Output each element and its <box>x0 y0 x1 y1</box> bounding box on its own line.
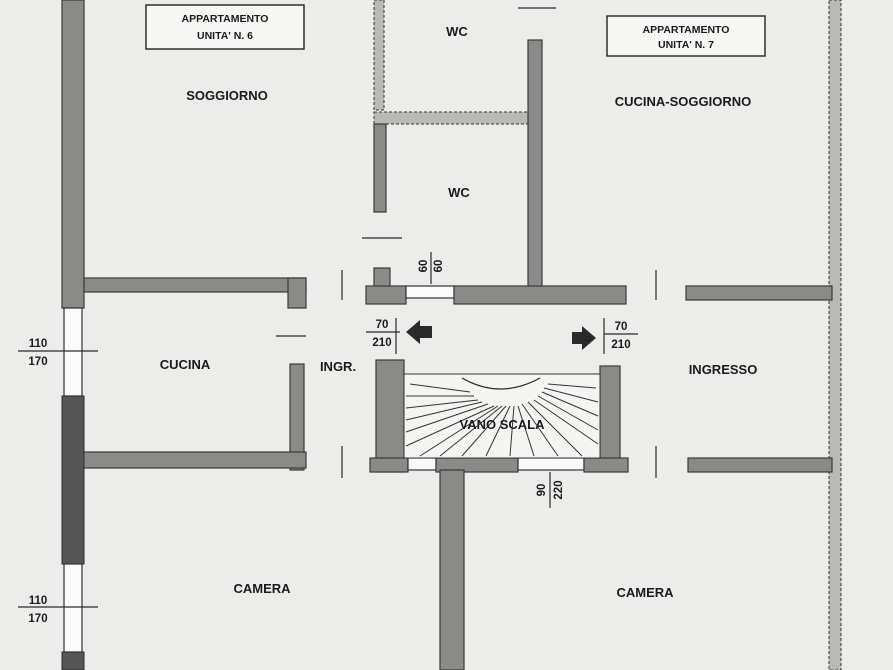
wall-wc-horizontal <box>373 111 539 125</box>
svg-text:90: 90 <box>536 484 548 497</box>
unit-label-6: APPARTAMENTO UNITA' N. 6 <box>145 4 305 50</box>
stair-bottom-window-left <box>407 457 437 471</box>
wall-soggiorno-cucina <box>83 277 307 293</box>
stair-bottom-window <box>517 457 585 471</box>
stair-bottom-wall-left <box>369 457 409 473</box>
room-camera-right: CAMERA <box>616 585 674 600</box>
dim-window-left-bottom: 110 170 <box>18 595 98 625</box>
unit-7-line1: APPARTAMENTO <box>643 24 730 36</box>
dim-window-top: 60 60 <box>418 252 445 284</box>
left-exterior-wall-bottom <box>61 651 85 670</box>
wall-ingresso-top <box>685 285 833 301</box>
unit-6-line2: UNITA' N. 6 <box>197 30 253 42</box>
arrow-right-icon <box>572 326 596 350</box>
room-wc-top: WC <box>446 24 468 39</box>
wall-cucina-ingr <box>289 363 305 471</box>
wall-cucina-camera <box>83 451 307 469</box>
left-exterior-window-bottom <box>63 563 83 653</box>
room-camera-left: CAMERA <box>233 581 291 596</box>
stair-top-wall-right <box>453 285 627 305</box>
stair-right-wall <box>599 365 621 471</box>
dim-door-left: 70 210 <box>366 319 400 349</box>
left-exterior-wall <box>61 0 85 309</box>
right-exterior-wall <box>828 0 842 670</box>
wall-soggiorno-cucina-stub <box>287 277 307 309</box>
svg-text:210: 210 <box>372 337 391 349</box>
dim-window-left-top: 110 170 <box>18 338 98 368</box>
corridor-wall-left <box>439 469 465 670</box>
room-soggiorno: SOGGIORNO <box>186 88 268 103</box>
left-exterior-window-top <box>63 307 83 397</box>
dim-window-bottom: 90 220 <box>536 472 565 508</box>
wall-ingresso-bottom <box>687 457 833 473</box>
stair-stub-left <box>373 267 391 289</box>
svg-text:170: 170 <box>28 613 47 625</box>
unit-6-line1: APPARTAMENTO <box>182 13 269 25</box>
svg-text:60: 60 <box>418 260 430 273</box>
stair-left-wall <box>375 359 405 473</box>
svg-text:70: 70 <box>615 321 628 333</box>
svg-text:110: 110 <box>29 338 48 350</box>
wall-wc-right <box>527 39 543 291</box>
unit-7-line2: UNITA' N. 7 <box>658 39 714 51</box>
stair-top-wall-left <box>365 285 407 305</box>
stair-treads <box>403 373 601 459</box>
svg-text:220: 220 <box>553 480 565 499</box>
room-cucina: CUCINA <box>160 357 211 372</box>
stair-bottom-wall-right <box>583 457 629 473</box>
room-cucina-soggiorno: CUCINA-SOGGIORNO <box>615 94 752 109</box>
room-ingr: INGR. <box>320 359 356 374</box>
dim-door-right: 70 210 <box>604 321 638 351</box>
wall-wc-left-top <box>373 0 385 111</box>
svg-text:210: 210 <box>611 339 630 351</box>
stair-top-window <box>405 285 455 299</box>
room-vano-scala: VANO SCALA <box>460 417 546 432</box>
svg-text:110: 110 <box>29 595 48 607</box>
wall-wc-left-bottom <box>373 123 387 213</box>
svg-text:60: 60 <box>433 260 445 273</box>
room-ingresso: INGRESSO <box>689 362 758 377</box>
arrow-left-icon <box>406 320 432 344</box>
unit-label-7: APPARTAMENTO UNITA' N. 7 <box>606 15 766 57</box>
room-wc-mid: WC <box>448 185 470 200</box>
door-marks <box>276 7 657 478</box>
svg-text:70: 70 <box>376 319 389 331</box>
svg-text:170: 170 <box>28 356 47 368</box>
left-exterior-wall-mid <box>61 395 85 565</box>
